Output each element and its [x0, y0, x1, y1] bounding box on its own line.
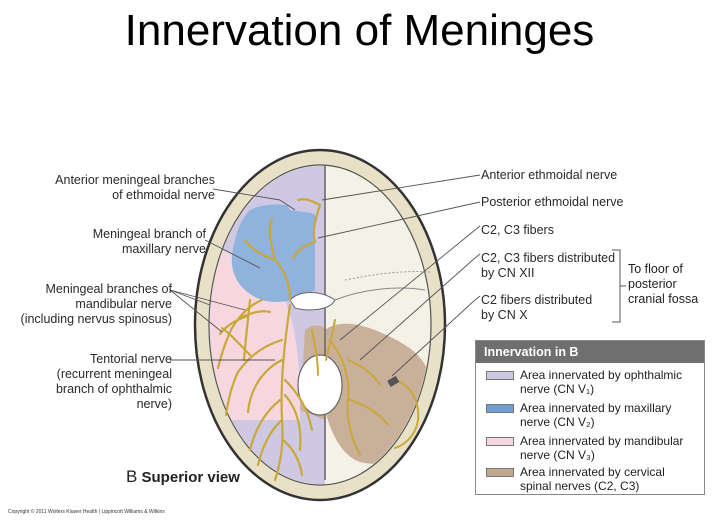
- legend-swatch: [486, 468, 514, 477]
- label-line: nerve): [136, 397, 172, 411]
- label-line: C2 fibers distributed: [481, 293, 593, 307]
- legend-text: Area innervated by mandibular: [520, 434, 684, 448]
- label-line: cranial fossa: [628, 292, 699, 306]
- label-anterior-meningeal: Anterior meningeal branches of ethmoidal…: [30, 173, 215, 203]
- label-c2-x: C2 fibers distributed by CN X: [481, 293, 592, 323]
- label-line: Meningeal branches of: [45, 282, 172, 296]
- label-line: branch of ophthalmic: [55, 382, 172, 396]
- view-letter: B: [126, 467, 138, 486]
- label-tentorial: Tentorial nerve (recurrent meningeal bra…: [30, 352, 172, 412]
- legend-swatch: [486, 437, 514, 446]
- label-line: posterior: [628, 277, 677, 291]
- label-meningeal-mandibular: Meningeal branches of mandibular nerve (…: [4, 282, 172, 327]
- label-c2c3: C2, C3 fibers: [481, 223, 554, 237]
- foramen-magnum: [297, 354, 343, 416]
- label-line: mandibular nerve: [75, 297, 172, 311]
- bracket-label: To floor of posterior cranial fossa: [628, 262, 698, 307]
- label-line: (recurrent meningeal: [56, 367, 172, 381]
- legend: Innervation in B Area innervated by opht…: [475, 340, 705, 495]
- label-posterior-ethmoidal: Posterior ethmoidal nerve: [481, 195, 624, 209]
- legend-text: nerve (CN V₂): [520, 415, 595, 429]
- label-line: C2, C3 fibers distributed: [481, 251, 616, 265]
- legend-text: spinal nerves (C2, C3): [520, 479, 640, 493]
- label-line: Meningeal branch of: [92, 227, 206, 241]
- label-c2c3-xii: C2, C3 fibers distributed by CN XII: [481, 251, 615, 281]
- label-line: To floor of: [628, 262, 683, 276]
- label-anterior-ethmoidal: Anterior ethmoidal nerve: [481, 168, 618, 182]
- legend-swatch: [486, 371, 514, 380]
- label-line: maxillary nerve: [121, 242, 206, 256]
- legend-text: nerve (CN V₃): [520, 448, 595, 462]
- view-text: Superior view: [141, 469, 240, 486]
- legend-text: Area innervated by ophthalmic: [520, 368, 683, 382]
- slide-title: Innervation of Meninges: [124, 6, 595, 55]
- label-line: by CN X: [481, 308, 528, 322]
- copyright-text: Copyright © 2011 Wolters Kluwer Health |…: [8, 509, 165, 515]
- label-line: of ethmoidal nerve: [112, 188, 215, 202]
- ethmoidal-area: [270, 166, 325, 215]
- nerve-branches: [216, 198, 322, 482]
- view-label: B Superior view: [126, 467, 240, 487]
- label-meningeal-maxillary: Meningeal branch of maxillary nerve: [40, 227, 206, 257]
- label-line: (including nervus spinosus): [20, 312, 172, 326]
- legend-text: Area innervated by maxillary: [520, 401, 672, 415]
- label-line: Anterior meningeal branches: [55, 173, 215, 187]
- legend-text: Area innervated by cervical: [520, 465, 665, 479]
- legend-title: Innervation in B: [476, 341, 704, 363]
- label-line: by CN XII: [481, 266, 535, 280]
- legend-swatch: [486, 404, 514, 413]
- label-line: Tentorial nerve: [90, 352, 172, 366]
- legend-text: nerve (CN V₁): [520, 382, 595, 396]
